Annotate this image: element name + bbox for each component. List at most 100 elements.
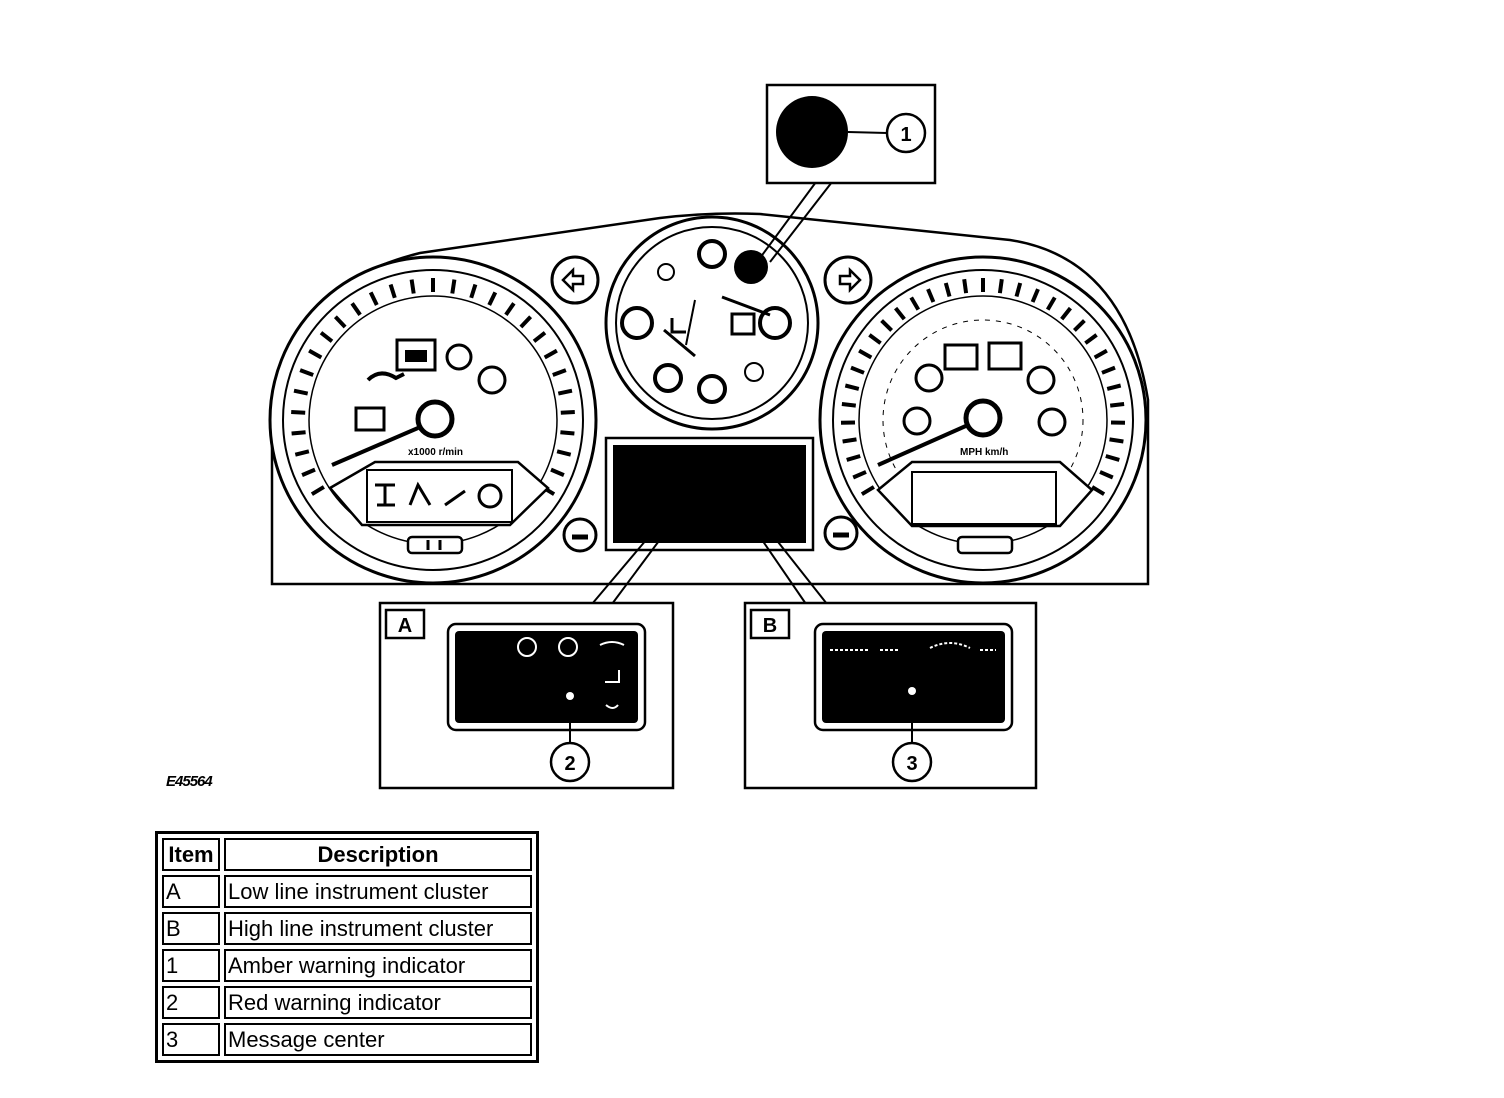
legend-description: Red warning indicator [224, 986, 532, 1019]
legend-item: B [162, 912, 220, 945]
legend-description: High line instrument cluster [224, 912, 532, 945]
gauge-tick [487, 291, 498, 306]
gauge-tick [1030, 288, 1040, 303]
gauge-tick [852, 470, 867, 480]
gauge-tick [556, 449, 572, 457]
gauge-tick [299, 368, 314, 377]
glow-plug-icon [477, 365, 507, 395]
inset-a-label: A [398, 615, 412, 637]
gauge-tick [1109, 402, 1125, 408]
legend-header-item: Item [162, 838, 220, 871]
gauge-tick [519, 315, 533, 329]
gauge-tick [293, 388, 309, 396]
callout-2-label: 2 [564, 753, 575, 775]
legend-item: A [162, 875, 220, 908]
legend-description: Amber warning indicator [224, 949, 532, 982]
leader-lines [591, 181, 833, 605]
gauge-tick [409, 279, 416, 294]
gauge-tick [844, 383, 860, 391]
tach-needle [331, 426, 419, 467]
svg-text:x1000 r/min: x1000 r/min [408, 447, 463, 458]
gauge-tick [319, 331, 334, 343]
gauge-tick [308, 348, 323, 360]
callout-3 [891, 741, 933, 783]
legend-table: Item Description A Low line instrument c… [155, 831, 539, 1063]
gauge-tick [560, 410, 575, 415]
inset-b-label: B [763, 615, 777, 637]
speedometer-gauge: MPH km/h [818, 255, 1148, 585]
gauge-tick [469, 283, 478, 299]
gauge-tick [1014, 282, 1023, 298]
table-row: 1 Amber warning indicator [162, 949, 532, 982]
gauge-tick [543, 348, 558, 360]
gauge-tick [846, 454, 861, 462]
callout-1 [885, 112, 927, 154]
gauge-tick [1105, 454, 1120, 462]
gauge-tick [1060, 306, 1072, 321]
gauge-tick [997, 278, 1004, 294]
gauge-tick [943, 282, 952, 298]
gauge-tick [552, 368, 567, 377]
legend-item: 1 [162, 949, 220, 982]
gauge-tick [1109, 437, 1124, 444]
gauge-tick [550, 467, 565, 477]
gauge-tick [926, 288, 936, 303]
red-warning-indicator [566, 692, 574, 700]
table-row: A Low line instrument cluster [162, 875, 532, 908]
gauge-tick [557, 388, 573, 396]
gauge-tick [333, 315, 347, 329]
turn-left-indicator [550, 255, 600, 305]
table-row: 2 Red warning indicator [162, 986, 532, 1019]
legend-item: 3 [162, 1023, 220, 1056]
gauge-tick [291, 410, 306, 415]
gauge-tick [894, 306, 906, 321]
table-row: B High line instrument cluster [162, 912, 532, 945]
message-center-indicator [908, 687, 916, 695]
gauge-tick [560, 430, 575, 436]
gauge-tick [850, 365, 865, 375]
callout-1-label: 1 [900, 124, 911, 146]
oil-pressure-icon [366, 371, 405, 382]
gauge-tick [532, 331, 547, 343]
gauge-tick [1084, 333, 1098, 345]
callout-3-label: 3 [906, 753, 917, 775]
gauge-tick [368, 291, 379, 306]
legend-header-description: Description [224, 838, 532, 871]
legend-description: Message center [224, 1023, 532, 1056]
gauge-tick [310, 485, 325, 496]
amber-warning-indicator [734, 250, 768, 284]
tachometer-gauge: x1000 r/min [268, 255, 598, 585]
center-gauge [604, 215, 820, 431]
legend-description: Low line instrument cluster [224, 875, 532, 908]
gauge-tick [880, 319, 893, 332]
legend-item: 2 [162, 986, 220, 1019]
gauge-tick [350, 302, 362, 316]
gauge-tick [1099, 470, 1114, 480]
gauge-tick [841, 402, 857, 408]
gauge-tick [504, 302, 516, 316]
temperature-icon [445, 343, 473, 371]
figure-id: E45564 [166, 773, 213, 790]
gauge-tick [1073, 319, 1086, 332]
gauge-tick [1091, 485, 1106, 496]
svg-text:MPH km/h: MPH km/h [960, 447, 1008, 458]
gauge-tick [301, 467, 316, 477]
legend-header-row: Item Description [162, 838, 532, 871]
callout-2 [549, 741, 591, 783]
gauge-tick [1045, 296, 1057, 311]
gauge-tick [1101, 365, 1116, 375]
gauge-tick [860, 485, 875, 496]
speedo-hub [963, 398, 1003, 438]
gauge-tick [858, 348, 873, 360]
gauge-tick [842, 437, 857, 444]
gauge-tick [1106, 383, 1122, 391]
turn-right-indicator [823, 255, 873, 305]
instrument-cluster-diagram: x1000 r/min MPH km/h [268, 83, 1150, 790]
gauge-tick [868, 333, 882, 345]
gauge-tick [962, 278, 969, 294]
gauge-tick [388, 283, 397, 299]
gauge-tick [1093, 348, 1108, 360]
speedo-needle [877, 423, 969, 467]
low-window-icons [375, 481, 503, 509]
battery-icon [354, 406, 386, 432]
